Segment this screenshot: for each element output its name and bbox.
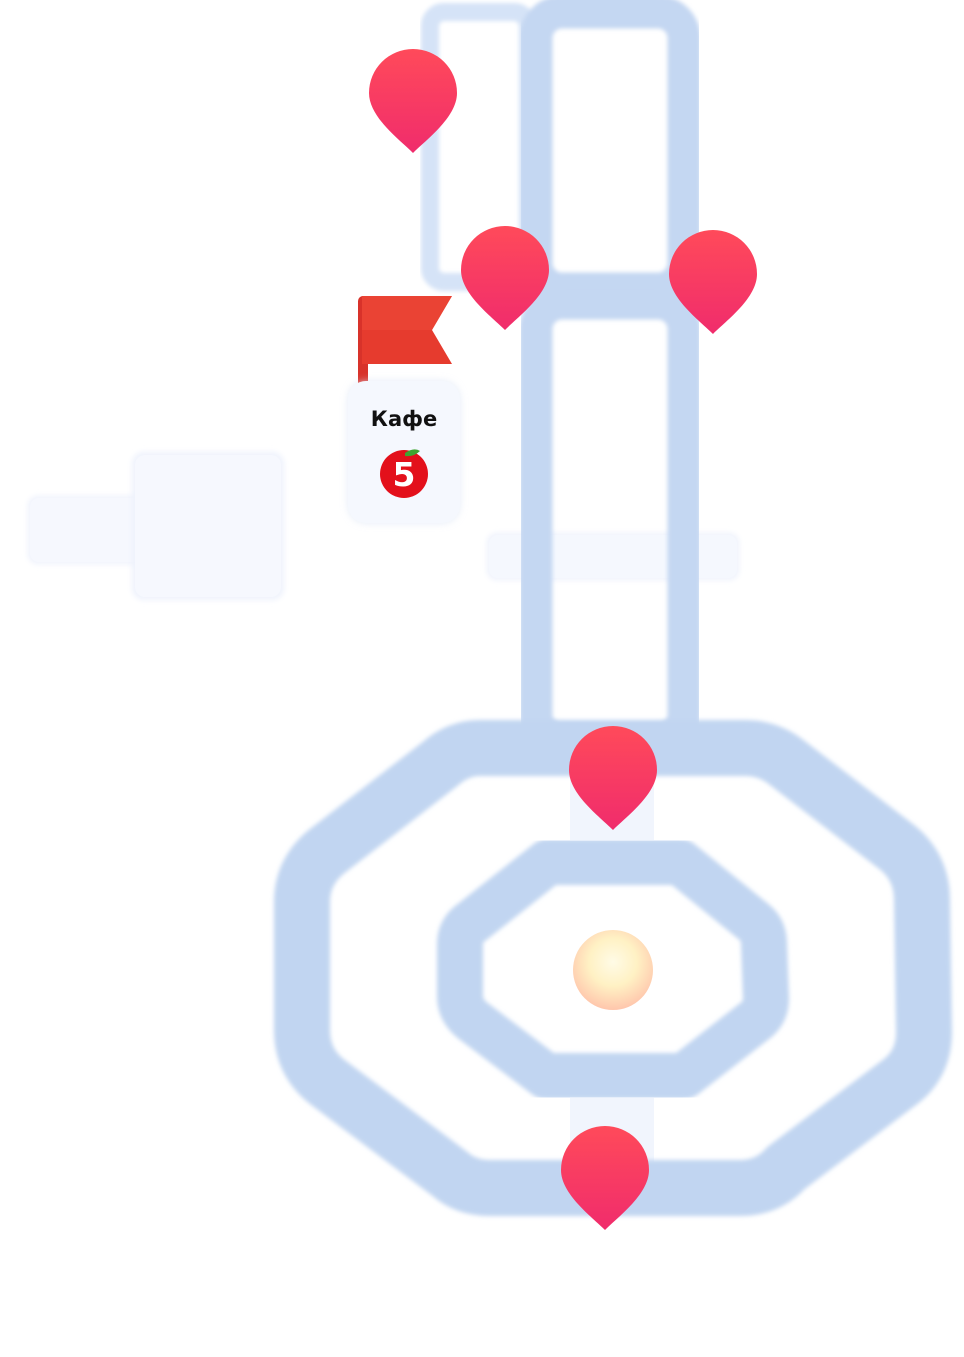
map-pin-junction-right[interactable] <box>669 230 757 334</box>
poi-card-cafe[interactable]: Кафе 5 <box>348 381 460 523</box>
flag-icon[interactable] <box>358 296 452 402</box>
block-west-fill <box>135 455 281 597</box>
map-pins <box>369 49 757 1230</box>
road-inner-ring <box>437 839 789 1099</box>
road-network <box>274 0 952 1216</box>
pyaterochka-logo-icon: 5 <box>380 449 428 498</box>
map-pin-icon <box>561 1126 649 1230</box>
block-west-annex-fill <box>30 498 144 562</box>
map-pin-icon <box>369 49 457 153</box>
map-pin-north-west[interactable] <box>369 49 457 153</box>
poi-label: Кафе <box>370 407 438 431</box>
road-middle-loop <box>519 286 701 757</box>
logo-digit: 5 <box>393 455 416 494</box>
road-north-loop <box>519 0 701 306</box>
map-pin-ring-top[interactable] <box>569 726 657 830</box>
map-pin-junction-left[interactable] <box>461 226 549 330</box>
map-pin-icon <box>669 230 757 334</box>
map-pin-ring-bottom[interactable] <box>561 1126 649 1230</box>
map-pin-icon <box>569 726 657 830</box>
map-pin-icon <box>461 226 549 330</box>
sun-marker-icon[interactable] <box>573 930 653 1010</box>
